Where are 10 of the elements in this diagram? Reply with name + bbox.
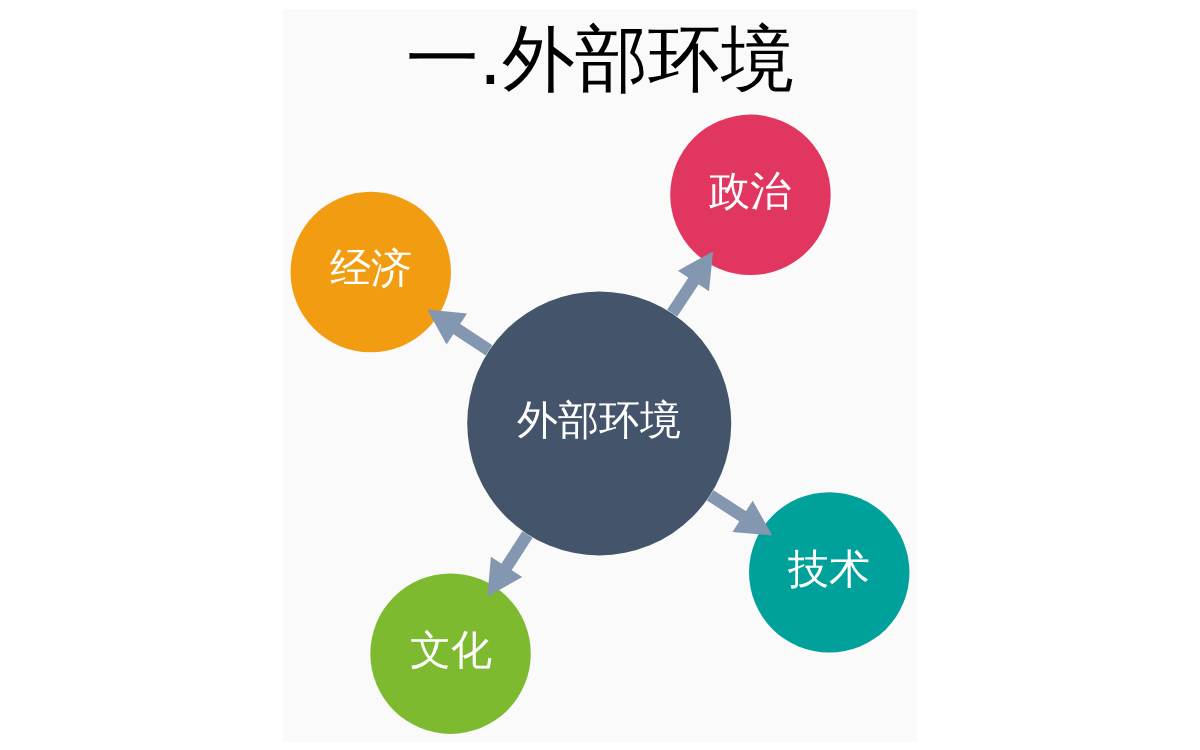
arrow <box>487 530 533 597</box>
node-circle: 政治 <box>670 114 831 275</box>
diagram-title: 一.外部环境 <box>405 15 795 101</box>
node-circle: 经济 <box>290 191 451 352</box>
arrow <box>706 489 773 536</box>
node-circle: 文化 <box>370 572 531 734</box>
node-circle: 技术 <box>749 491 910 653</box>
node-circle: 外部环境 <box>467 290 732 555</box>
arrow <box>427 308 493 355</box>
arrow <box>667 250 714 316</box>
